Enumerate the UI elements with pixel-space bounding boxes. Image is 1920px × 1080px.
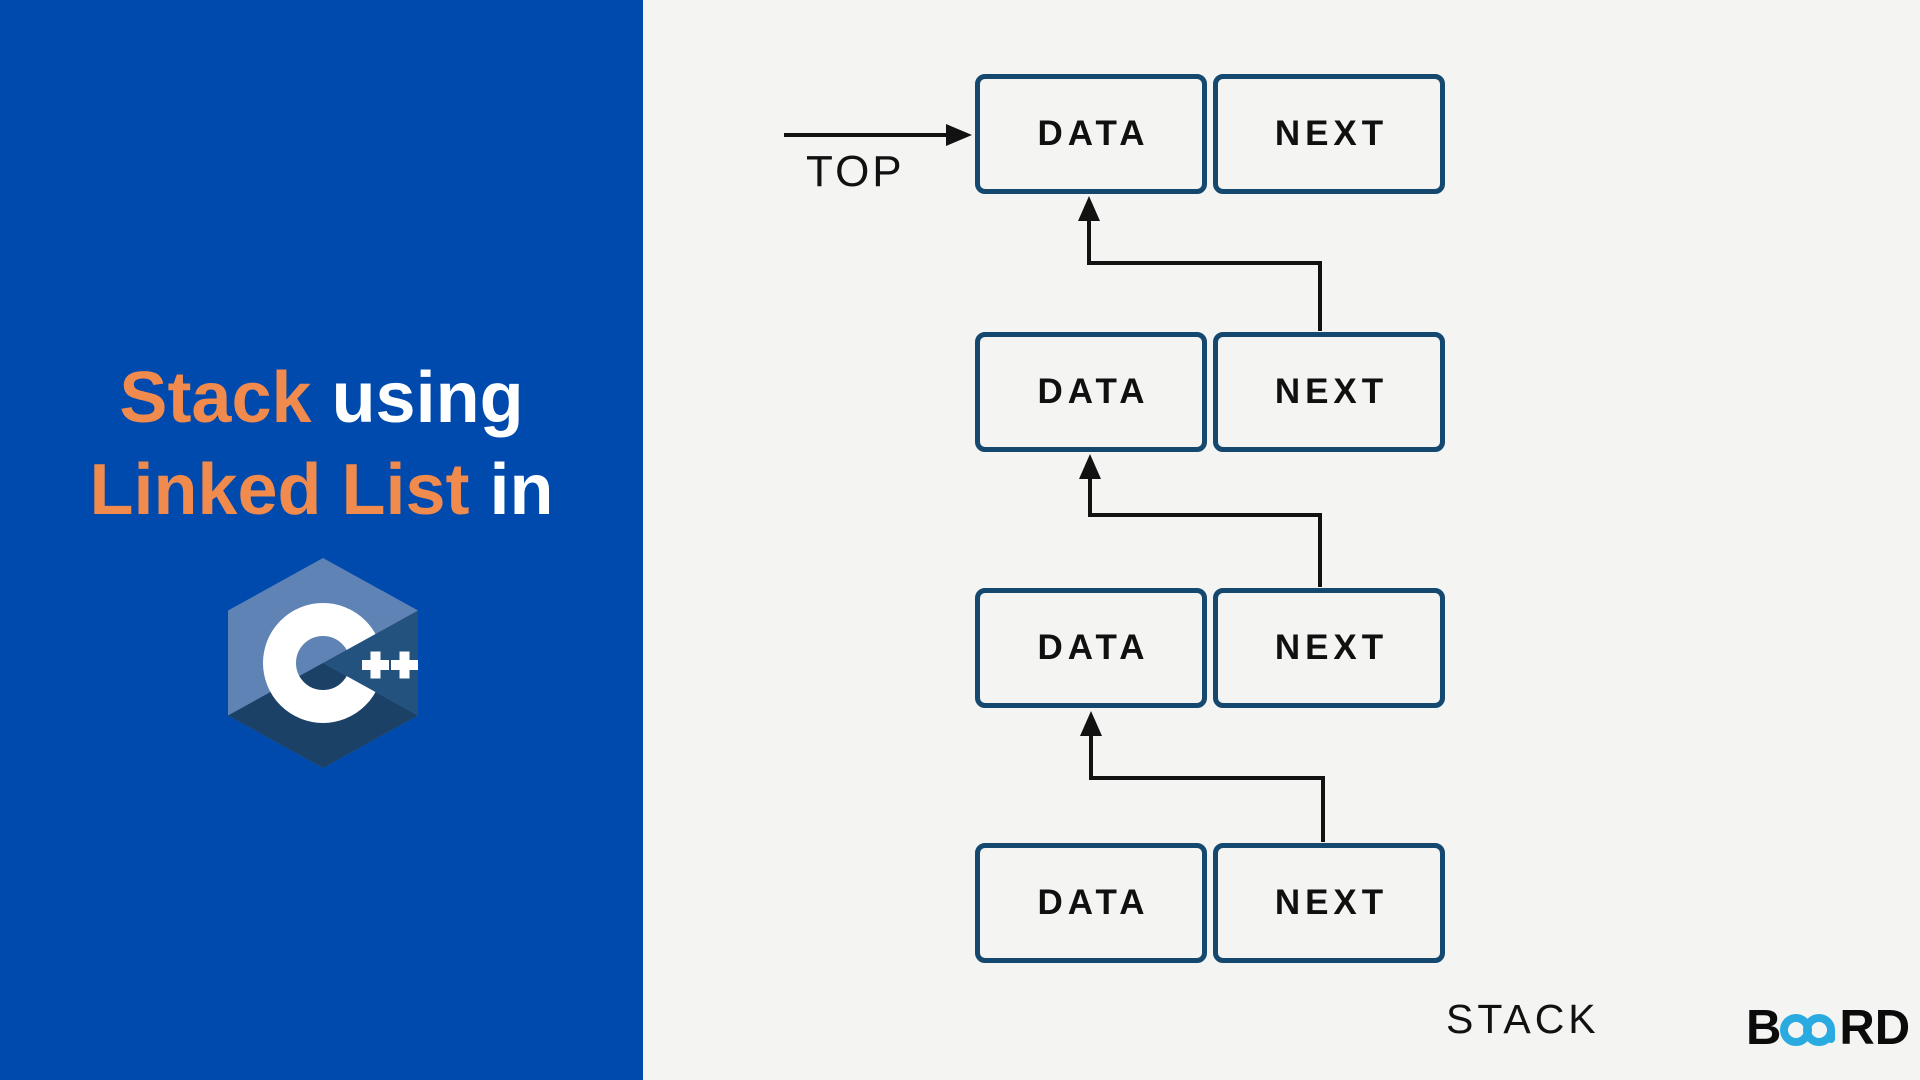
board-logo-suffix: RD [1839,1001,1911,1055]
top-pointer-arrowhead [946,124,972,146]
cpp-logo-icon [228,558,418,768]
stack-label: STACK [1446,996,1600,1042]
node3-next-box: NEXT [1213,588,1445,708]
title-word-using: using [331,358,524,438]
title-word-in: in [489,450,554,530]
node3-data-label: DATA [1037,628,1150,667]
title-word-linked-list: Linked List [89,450,470,530]
arrowhead-into-node2 [1079,454,1101,479]
page-title: Stack using Linked List in [0,352,643,536]
node2-data-box: DATA [975,332,1207,452]
title-line-2: Linked List in [0,444,643,536]
arrowhead-into-node1 [1078,196,1100,221]
top-label: TOP [806,147,905,196]
node4-next-label: NEXT [1274,883,1389,922]
title-word-stack: Stack [119,358,312,438]
node1-next-box: NEXT [1213,74,1445,194]
connector-node4-to-node3 [1089,734,1325,842]
arrowhead-into-node3 [1080,711,1102,736]
connector-node2-to-node1 [1087,218,1322,331]
node1-next-label: NEXT [1274,114,1389,153]
board-brand-logo: B RD [1746,1001,1911,1055]
node1-data-label: DATA [1037,114,1150,153]
connector-node3-to-node2 [1088,476,1322,587]
node4-data-label: DATA [1037,883,1150,922]
node2-next-label: NEXT [1274,372,1389,411]
title-line-1: Stack using [0,352,643,444]
node2-data-label: DATA [1037,372,1150,411]
infinity-icon [1780,1014,1836,1046]
node4-next-box: NEXT [1213,843,1445,963]
node1-data-box: DATA [975,74,1207,194]
left-panel: Stack using Linked List in [0,0,643,1080]
node2-next-box: NEXT [1213,332,1445,452]
board-logo-prefix: B [1746,1001,1782,1055]
node4-data-box: DATA [975,843,1207,963]
node3-next-label: NEXT [1274,628,1389,667]
node3-data-box: DATA [975,588,1207,708]
cpp-plus-plus [362,651,418,679]
